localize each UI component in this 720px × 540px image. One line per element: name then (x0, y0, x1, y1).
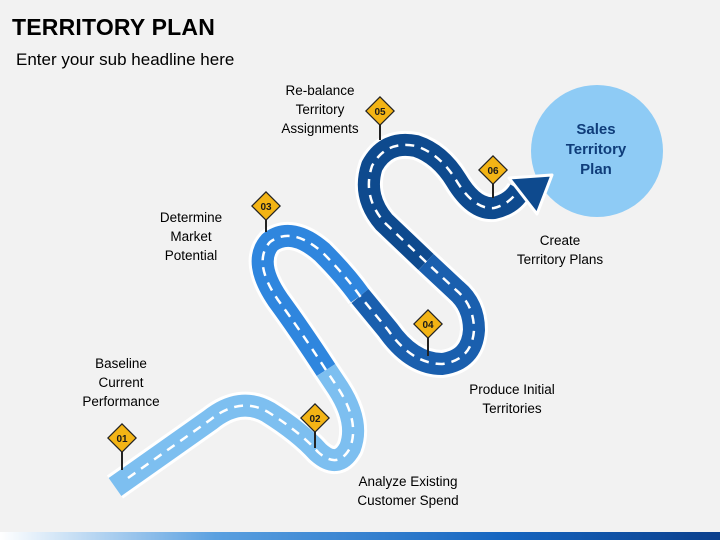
page-subtitle: Enter your sub headline here (16, 50, 235, 69)
step-sign-04: 04 (413, 309, 443, 356)
road-arrowhead (507, 173, 554, 216)
step-number: 01 (116, 434, 128, 445)
goal-label: Sales Territory Plan (565, 121, 627, 178)
step-label-05: Re-balance Territory Assignments (281, 83, 359, 136)
step-label-03: Determine Market Potential (159, 210, 223, 263)
step-number: 04 (422, 320, 434, 331)
road (106, 131, 554, 499)
step-label-02: Analyze Existing Customer Spend (357, 474, 459, 508)
step-label-06: Create Territory Plans (516, 233, 604, 267)
footer-gradient-bar (0, 532, 720, 540)
road-center-line (127, 143, 515, 480)
step-sign-01: 01 (107, 423, 137, 470)
step-sign-05: 05 (365, 96, 395, 140)
goal-circle (531, 85, 663, 217)
step-label-01: Baseline Current Performance (82, 356, 160, 409)
step-number: 06 (487, 166, 499, 177)
step-number: 02 (309, 414, 321, 425)
step-number: 05 (374, 107, 386, 118)
step-number: 03 (260, 202, 272, 213)
step-label-04: Produce Initial Territories (469, 382, 555, 416)
step-sign-03: 03 (251, 191, 281, 232)
step-sign-02: 02 (300, 403, 330, 448)
step-sign-06: 06 (478, 155, 508, 198)
page-title: TERRITORY PLAN (12, 14, 216, 40)
